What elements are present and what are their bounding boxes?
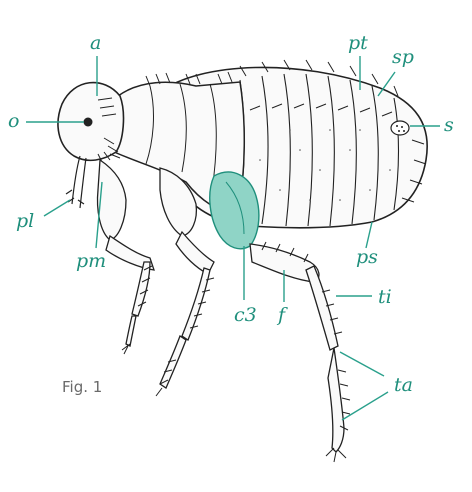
label-ta: ta [394, 374, 413, 396]
label-ps: ps [356, 246, 378, 268]
label-f: f [278, 304, 286, 326]
leader-pm [95, 181, 103, 249]
front-coxa [96, 158, 127, 241]
front-femur [105, 234, 155, 271]
label-a: a [90, 32, 102, 54]
label-pt: pt [348, 32, 368, 54]
hind-tibia [305, 265, 339, 351]
label-ti: ti [378, 286, 392, 308]
sensilium [390, 120, 410, 136]
leader-ta-1 [339, 351, 385, 377]
front-tibia [131, 261, 151, 317]
middle-tibia [181, 267, 211, 341]
front-tarsus [125, 315, 137, 347]
leader-ta-2 [341, 391, 389, 421]
label-pm: pm [76, 250, 107, 272]
label-c3: c3 [234, 304, 257, 326]
leader-ps [365, 221, 373, 249]
label-pl: pl [16, 210, 35, 232]
leader-sp [377, 71, 396, 97]
figure-caption: Fig. 1 [62, 378, 103, 396]
label-o: o [8, 110, 20, 132]
hind-tarsus [327, 347, 345, 453]
label-s: s [444, 114, 454, 136]
middle-tarsus [159, 335, 187, 389]
hind-femur [249, 243, 320, 283]
middle-coxa [159, 167, 198, 237]
leader-pl [43, 199, 71, 217]
eye [83, 117, 93, 127]
middle-femur [175, 230, 215, 275]
label-sp: sp [392, 46, 414, 68]
